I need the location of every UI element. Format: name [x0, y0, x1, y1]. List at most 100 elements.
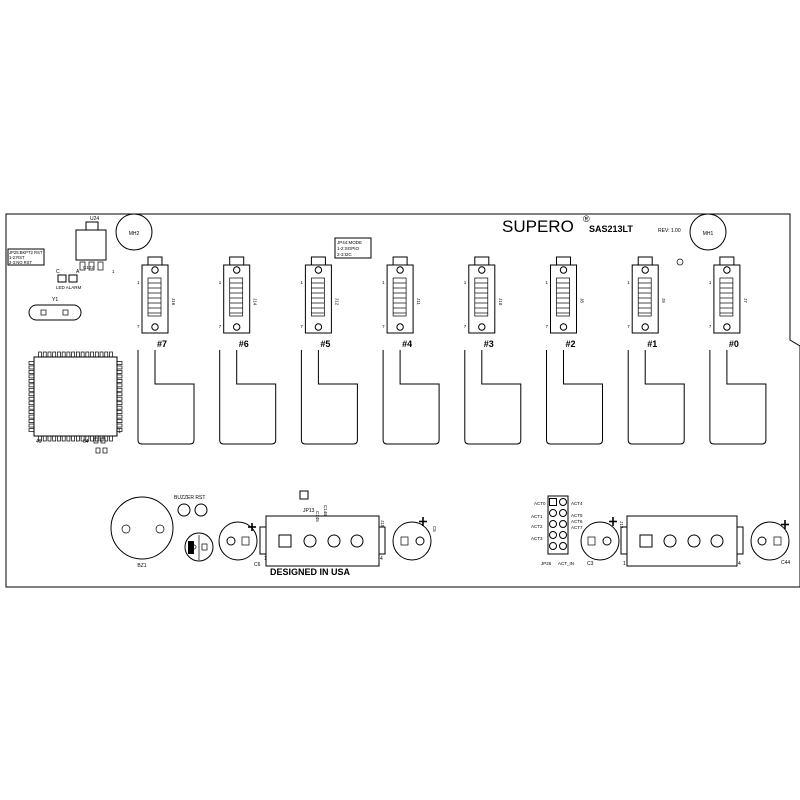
jp26-pin [559, 498, 567, 506]
chip-pin [52, 435, 57, 442]
chip-pin [116, 401, 123, 406]
capacitor-c5: C5 [392, 517, 437, 561]
chip-pin49-label: 49 [36, 439, 42, 445]
j15-pin1-label: 1 [264, 556, 267, 562]
c44-label: C44 [781, 560, 790, 566]
drive-bay-outline [300, 350, 358, 445]
jp26-pin [559, 520, 567, 528]
jp44-line-1: JP44:MODE [337, 240, 362, 245]
j17-label: J17 [619, 521, 624, 529]
chip-pin [94, 351, 99, 358]
drive-bay-outline [627, 350, 685, 445]
chip-pin [116, 423, 123, 428]
chip-pin [47, 435, 52, 442]
chip-pin [80, 351, 85, 358]
c3-label: C3 [587, 561, 594, 567]
chip-pin [116, 396, 123, 401]
chip-pin [28, 410, 35, 414]
capacitor-c-small [184, 532, 214, 562]
chip-pin [28, 423, 35, 428]
u24-pin1-label: 1 [112, 269, 115, 274]
connector-number-label: #4 [402, 339, 412, 349]
connector-ref-label: J10 [498, 298, 503, 306]
chip-pin1-label: 1 [118, 429, 121, 435]
chip-pin [109, 435, 113, 442]
chip-pin [80, 435, 85, 442]
jp26-act-header: ACT0 ACT1 ACT2 ACT3 ACT4 ACT5 ACT6 ACT7 … [531, 495, 583, 566]
connector-pin1-label: 1 [546, 280, 549, 285]
connector-pin1-label: 1 [219, 280, 222, 285]
drive-bay-outline [709, 350, 767, 445]
connector-pin7-label: 7 [382, 324, 385, 329]
act4-label: ACT4 [571, 501, 583, 506]
connector-ref-label: J16 [171, 298, 176, 306]
chip-pin [85, 351, 90, 358]
chip-pin [28, 365, 35, 370]
sas-connector-row: 17J16#717J14#617J12#517J11#417J10#317J8#… [137, 256, 767, 445]
connector-ref-label: J11 [416, 298, 421, 305]
jp25-block: JP25:BKPT2 RST 1-2:RST 2-3:NO RST [7, 248, 45, 266]
chip-pin [116, 410, 123, 414]
chip-pin [42, 435, 47, 442]
drive-bay-outline [219, 350, 277, 445]
chip-pin [28, 414, 35, 419]
jp44-line-2: 1-2:SGPIO [337, 246, 360, 251]
act2-label: ACT2 [531, 524, 543, 529]
drive-bay-outline [464, 350, 522, 445]
chip-pin [116, 365, 123, 370]
act7-label: ACT7 [571, 525, 583, 530]
mounting-hole-mh2: MH2 [115, 213, 153, 251]
mh2-label: MH2 [129, 231, 140, 237]
chip-pin [28, 379, 35, 383]
chip-pin [28, 387, 35, 392]
jp26-label: JP26 [541, 561, 552, 566]
chip-pin [85, 435, 90, 442]
connector-number-label: #6 [239, 339, 249, 349]
u24-label: U24 [90, 216, 99, 222]
jp13-header: JP13 C145 C146 [299, 490, 328, 522]
mounting-hole-mh1: MH1 [689, 213, 727, 251]
led-alarm-label: LED ALARM [56, 285, 82, 290]
chip-pin [28, 401, 35, 406]
chip-pin [28, 419, 35, 423]
drive-bay-outline [546, 350, 603, 445]
capacitor-c44: C44 [750, 520, 790, 566]
jp25-line-2: 1-2:RST [9, 255, 25, 260]
chip-pin [116, 387, 123, 392]
u24-regulator: U24 C102 1 [75, 216, 115, 274]
chip-pin [28, 383, 35, 388]
chip-pin [90, 351, 94, 358]
chip-pin [104, 351, 109, 358]
chip-pin [52, 351, 57, 358]
jp44-mode-block: JP44:MODE 1-2:SGPIO 2-3:I2C [334, 237, 372, 259]
connector-pin1-label: 1 [464, 280, 467, 285]
y1-label: Y1 [52, 297, 58, 303]
rev-label: REV: 1.00 [658, 228, 681, 234]
chip-pin [116, 383, 123, 388]
chip-pin [99, 351, 104, 358]
chip-pin [66, 435, 71, 442]
board-outline [5, 213, 800, 588]
drive-bay-outline [382, 350, 440, 445]
act5-label: ACT5 [571, 513, 583, 518]
chip-pin [28, 392, 35, 397]
chip-pin [38, 351, 42, 358]
chip-pin [38, 435, 42, 442]
jp25-line-1: JP25:BKPT2 RST [9, 250, 43, 255]
capacitor-c6: C6 [218, 521, 261, 568]
jp26-pin [559, 531, 567, 539]
c5-label: C5 [432, 526, 437, 532]
jp26-pin [549, 520, 557, 528]
brand-logo: SUPERO [502, 217, 574, 236]
connector-pin7-label: 7 [137, 324, 140, 329]
connector-number-label: #1 [647, 339, 657, 349]
plcc-chip: 49 64 1 [28, 351, 123, 454]
connector-number-label: #2 [565, 339, 575, 349]
chip-pin [90, 435, 94, 442]
act1-label: ACT1 [531, 514, 543, 519]
j15-label: J15 [380, 520, 385, 528]
chip-pin [71, 435, 75, 442]
connector-ref-label: J7 [743, 298, 748, 303]
chip-pin [28, 361, 35, 365]
chip-pin [116, 374, 123, 379]
